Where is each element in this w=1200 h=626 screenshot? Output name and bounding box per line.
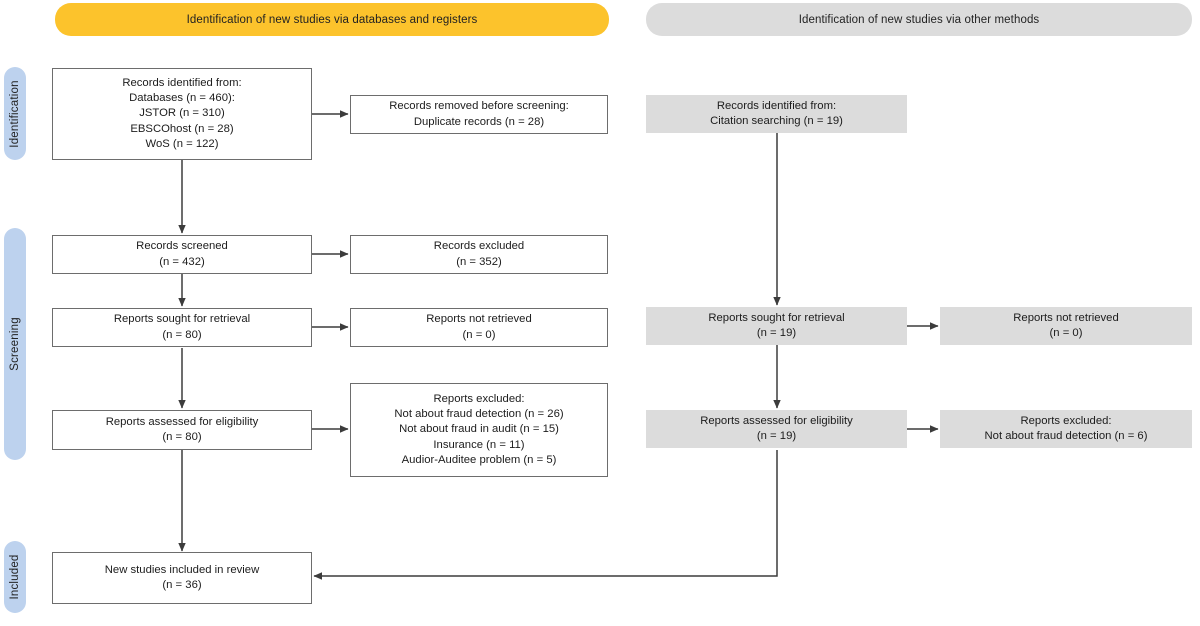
box-line: Records removed before screening: <box>389 100 569 113</box>
box-line: Duplicate records (n = 28) <box>413 115 545 128</box>
box-line: Reports excluded: <box>1020 414 1112 427</box>
stage-label-included: Included <box>9 554 21 600</box>
box-line: Reports not retrieved <box>1013 311 1119 324</box>
box-line: Reports sought for retrieval <box>113 313 251 326</box>
box-line: (n = 0) <box>462 328 496 341</box>
box-reports-excluded-reasons: Reports excluded: Not about fraud detect… <box>350 383 608 477</box>
box-line: Records excluded <box>433 240 525 253</box>
box-line: WoS (n = 122) <box>145 137 219 150</box>
box-line: Reports assessed for eligibility <box>700 414 853 427</box>
box-line: Records screened <box>136 240 228 253</box>
box-reports-sought-retrieval-other: Reports sought for retrieval (n = 19) <box>646 307 907 345</box>
box-reports-assessed-eligibility: Reports assessed for eligibility (n = 80… <box>52 410 312 450</box>
box-records-identified-databases: Records identified from: Databases (n = … <box>52 68 312 160</box>
header-other-label: Identification of new studies via other … <box>798 13 1040 26</box>
stage-pill-identification: Identification <box>4 67 26 160</box>
box-line: Citation searching (n = 19) <box>710 115 843 127</box>
box-line: (n = 80) <box>162 431 202 443</box>
box-line: New studies included in review <box>104 563 260 576</box>
box-line: Reports assessed for eligibility <box>105 415 259 428</box>
box-line: JSTOR (n = 310) <box>139 107 225 120</box>
box-line: Insurance (n = 11) <box>433 438 525 451</box>
box-reports-not-retrieved: Reports not retrieved (n = 0) <box>350 308 608 347</box>
box-new-studies-included: New studies included in review (n = 36) <box>52 552 312 604</box>
box-reports-sought-retrieval: Reports sought for retrieval (n = 80) <box>52 308 312 347</box>
box-line: Databases (n = 460): <box>129 92 235 105</box>
box-line: Not about fraud in audit (n = 15) <box>399 423 559 436</box>
box-records-identified-other: Records identified from: Citation search… <box>646 95 907 133</box>
box-records-screened: Records screened (n = 432) <box>52 235 312 274</box>
box-line: Not about fraud detection (n = 6) <box>984 430 1148 442</box>
box-line: EBSCOhost (n = 28) <box>130 122 234 135</box>
box-line: Reports sought for retrieval <box>708 311 845 324</box>
box-line: (n = 19) <box>756 430 797 442</box>
box-line: (n = 80) <box>162 328 202 341</box>
box-line: (n = 0) <box>1049 327 1083 339</box>
box-line: Not about fraud detection (n = 26) <box>394 408 564 421</box>
box-line: (n = 19) <box>756 327 797 339</box>
box-line: Records identified from: <box>122 76 242 89</box>
box-reports-not-retrieved-other: Reports not retrieved (n = 0) <box>940 307 1192 345</box>
box-line: Audior-Auditee problem (n = 5) <box>401 453 557 466</box>
stage-pill-included: Included <box>4 541 26 613</box>
header-databases-registers: Identification of new studies via databa… <box>55 3 609 36</box>
box-line: Reports not retrieved <box>426 313 532 326</box>
box-line: (n = 352) <box>456 255 502 268</box>
stage-label-identification: Identification <box>9 79 21 148</box>
box-line: (n = 36) <box>162 579 202 591</box>
box-line: Reports excluded: <box>433 392 525 405</box>
box-line: (n = 432) <box>159 255 205 268</box>
header-databases-label: Identification of new studies via databa… <box>186 13 478 26</box>
box-reports-excluded-other: Reports excluded: Not about fraud detect… <box>940 410 1192 448</box>
box-line: Records identified from: <box>716 99 837 112</box>
stage-label-screening: Screening <box>9 317 21 371</box>
box-records-excluded: Records excluded (n = 352) <box>350 235 608 274</box>
stage-pill-screening: Screening <box>4 228 26 460</box>
box-records-removed-before-screening: Records removed before screening: Duplic… <box>350 95 608 134</box>
box-reports-assessed-eligibility-other: Reports assessed for eligibility (n = 19… <box>646 410 907 448</box>
header-other-methods: Identification of new studies via other … <box>646 3 1192 36</box>
